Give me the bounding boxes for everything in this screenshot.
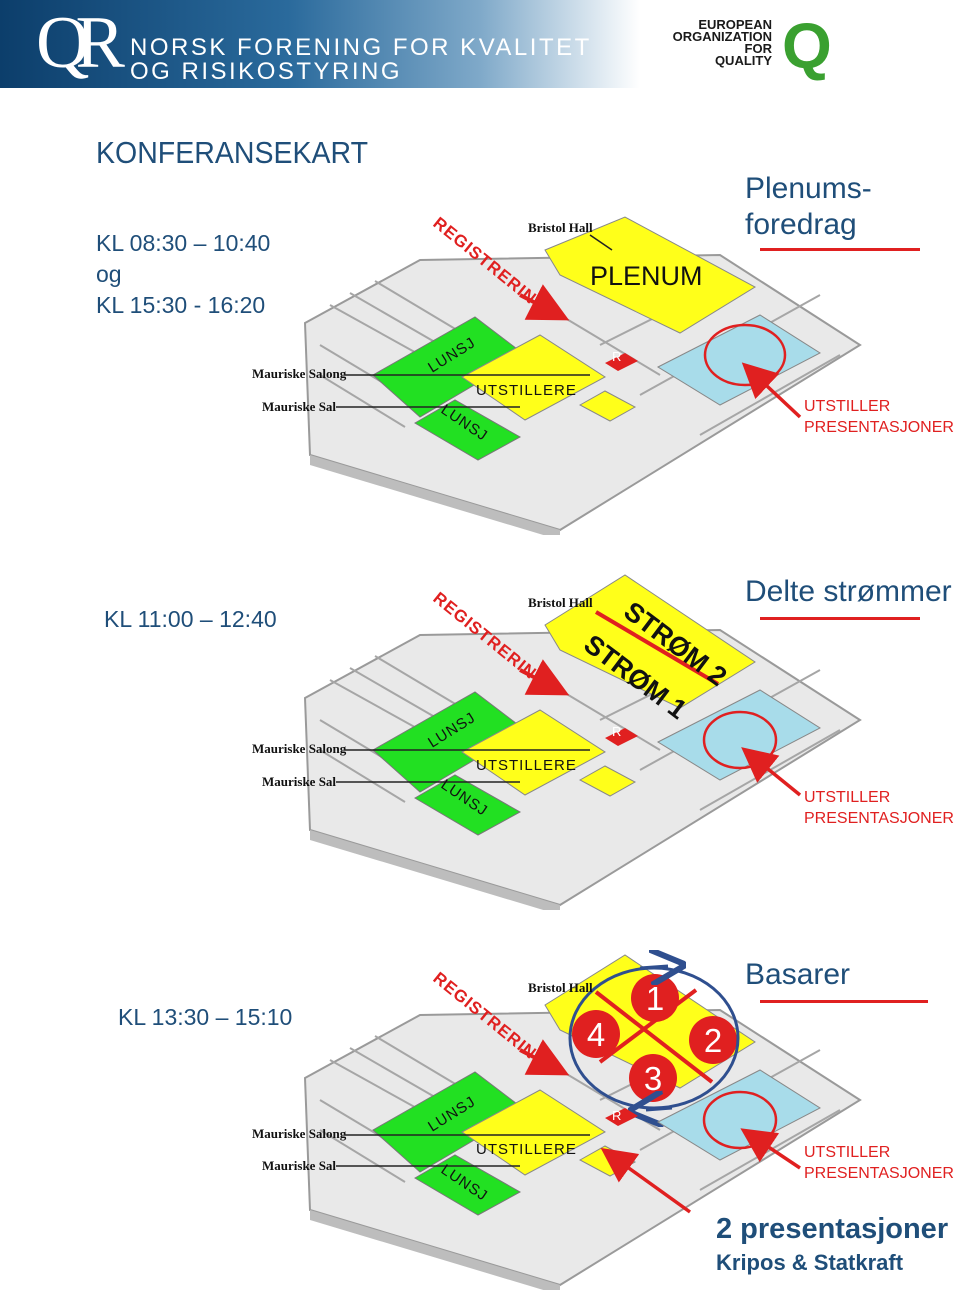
s1-side-line1: Plenums- bbox=[745, 172, 872, 205]
rotation-arrow-top bbox=[639, 966, 668, 968]
s2-pres-line1: UTSTILLER bbox=[804, 789, 891, 806]
mauriske-salong-label: Mauriske Salong bbox=[252, 366, 347, 381]
s3-time-line1: KL 13:30 – 15:10 bbox=[118, 1004, 293, 1030]
s1-time-line1: KL 08:30 – 10:40 bbox=[96, 230, 271, 256]
exhibit-area bbox=[656, 314, 822, 406]
s2-pres-line2: PRESENTASJONER bbox=[804, 810, 954, 827]
s1-time-line2: og bbox=[96, 261, 122, 287]
floor-map-1: REGISTRERING Bristol Hall PLENUM Maurisk… bbox=[252, 213, 862, 535]
s3-pointer-line bbox=[760, 1000, 928, 1003]
utstillere-label: UTSTILLERE bbox=[476, 757, 577, 774]
utstillere-room bbox=[461, 709, 606, 796]
floor-map-2: REGISTRERING Bristol Hall STRØM 2 STRØM … bbox=[252, 574, 862, 910]
presentation-pointer-arrow bbox=[600, 1147, 692, 1214]
basar-4-disc bbox=[572, 1010, 620, 1058]
registrering-arrow bbox=[519, 1039, 570, 1076]
registrering-arrow bbox=[519, 659, 570, 696]
org-name-line1: NORSK FORENING FOR KVALITET bbox=[130, 34, 592, 61]
r-marker bbox=[605, 728, 638, 746]
basar-4-label: 4 bbox=[587, 1016, 605, 1053]
basar-2-disc bbox=[689, 1016, 737, 1064]
page-title: KONFERANSEKART bbox=[96, 135, 369, 170]
plenum-label: PLENUM bbox=[590, 261, 703, 291]
strom-divider bbox=[594, 610, 720, 686]
exhibit-area bbox=[656, 689, 822, 781]
s1-pointer-line bbox=[760, 248, 920, 251]
basar-1-disc bbox=[631, 974, 679, 1022]
lunsj-room-south bbox=[414, 1154, 522, 1216]
registrering-arrow bbox=[519, 284, 570, 321]
small-yellow-room bbox=[578, 390, 637, 422]
rotation-arrow-bottom bbox=[646, 1108, 673, 1110]
r-marker bbox=[605, 353, 638, 371]
mauriske-salong-label: Mauriske Salong bbox=[252, 1126, 347, 1141]
eoq-line3: FOR bbox=[744, 41, 772, 56]
building-edge bbox=[310, 1210, 560, 1290]
header-banner: QR NORSK FORENING FOR KVALITET OG RISIKO… bbox=[0, 0, 960, 88]
s3-pres-line1: UTSTILLER bbox=[804, 1144, 891, 1161]
eoq-q-mark: Q bbox=[782, 10, 832, 82]
s2-side-line1: Delte strømmer bbox=[745, 575, 952, 608]
qr-logo: QR bbox=[36, 2, 125, 84]
mauriske-sal-label: Mauriske Sal bbox=[262, 774, 336, 789]
s1-pres-line2: PRESENTASJONER bbox=[804, 419, 954, 436]
building-edge bbox=[310, 830, 560, 910]
bristol-hall-label: Bristol Hall bbox=[528, 220, 593, 235]
bristol-hall-leader bbox=[589, 234, 613, 251]
floor-map-3: 1 2 3 4 REGISTRERING Bristol Hall Mauris… bbox=[252, 950, 862, 1290]
eoq-logo: EUROPEAN ORGANIZATION FOR QUALITY Q bbox=[664, 14, 834, 78]
basar-2-label: 2 bbox=[704, 1022, 722, 1059]
bristol-hall-label: Bristol Hall bbox=[528, 595, 593, 610]
s1-time-line3: KL 15:30 - 16:20 bbox=[96, 292, 266, 318]
utstillere-label: UTSTILLERE bbox=[476, 382, 577, 399]
eoq-line1: EUROPEAN bbox=[698, 17, 772, 32]
r-marker bbox=[605, 1108, 638, 1126]
exhibit-pointer-arrow bbox=[740, 1128, 801, 1170]
s2-pointer-line bbox=[760, 617, 920, 620]
small-yellow-room bbox=[578, 765, 637, 797]
building-edge bbox=[310, 455, 560, 535]
mauriske-sal-label: Mauriske Sal bbox=[262, 399, 336, 414]
bristol-hall-label: Bristol Hall bbox=[528, 980, 593, 995]
s3-pres-line2: PRESENTASJONER bbox=[804, 1165, 954, 1182]
r-label: R bbox=[612, 724, 622, 739]
exhibit-pointer-arrow bbox=[741, 362, 802, 419]
org-name-line2: OG RISIKOSTYRING bbox=[130, 58, 403, 85]
eoq-line2: ORGANIZATION bbox=[672, 29, 772, 44]
utstillere-room bbox=[461, 1089, 606, 1176]
exhibit-highlight-circle bbox=[702, 1090, 778, 1150]
basar-3-disc bbox=[629, 1054, 677, 1102]
utstillere-room bbox=[461, 334, 606, 421]
s3-extra-line1: 2 presentasjoner bbox=[716, 1213, 949, 1245]
s3-side-line1: Basarer bbox=[745, 958, 851, 991]
building-floor bbox=[303, 253, 862, 532]
header-gradient bbox=[0, 0, 640, 88]
r-label: R bbox=[612, 1108, 622, 1123]
mauriske-salong-label: Mauriske Salong bbox=[252, 741, 347, 756]
basar-divider-a bbox=[594, 990, 714, 1084]
building-floor bbox=[303, 628, 862, 907]
plenum-room bbox=[544, 216, 757, 334]
s3-extra-line2: Kripos & Statkraft bbox=[716, 1250, 904, 1275]
basar-divider-b bbox=[598, 988, 698, 1064]
basar-1-label: 1 bbox=[646, 980, 664, 1017]
s1-side-line2: foredrag bbox=[745, 208, 857, 241]
eoq-line4: QUALITY bbox=[714, 53, 772, 68]
s2-time-line1: KL 11:00 – 12:40 bbox=[104, 606, 277, 632]
mauriske-sal-label: Mauriske Sal bbox=[262, 1158, 336, 1173]
r-label: R bbox=[612, 349, 622, 364]
exhibit-pointer-arrow bbox=[741, 747, 802, 797]
utstillere-label: UTSTILLERE bbox=[476, 1141, 577, 1158]
s1-pres-line1: UTSTILLER bbox=[804, 398, 891, 415]
exhibit-area bbox=[656, 1069, 822, 1161]
exhibit-highlight-circle bbox=[702, 710, 778, 770]
basar-3-label: 3 bbox=[644, 1060, 662, 1097]
